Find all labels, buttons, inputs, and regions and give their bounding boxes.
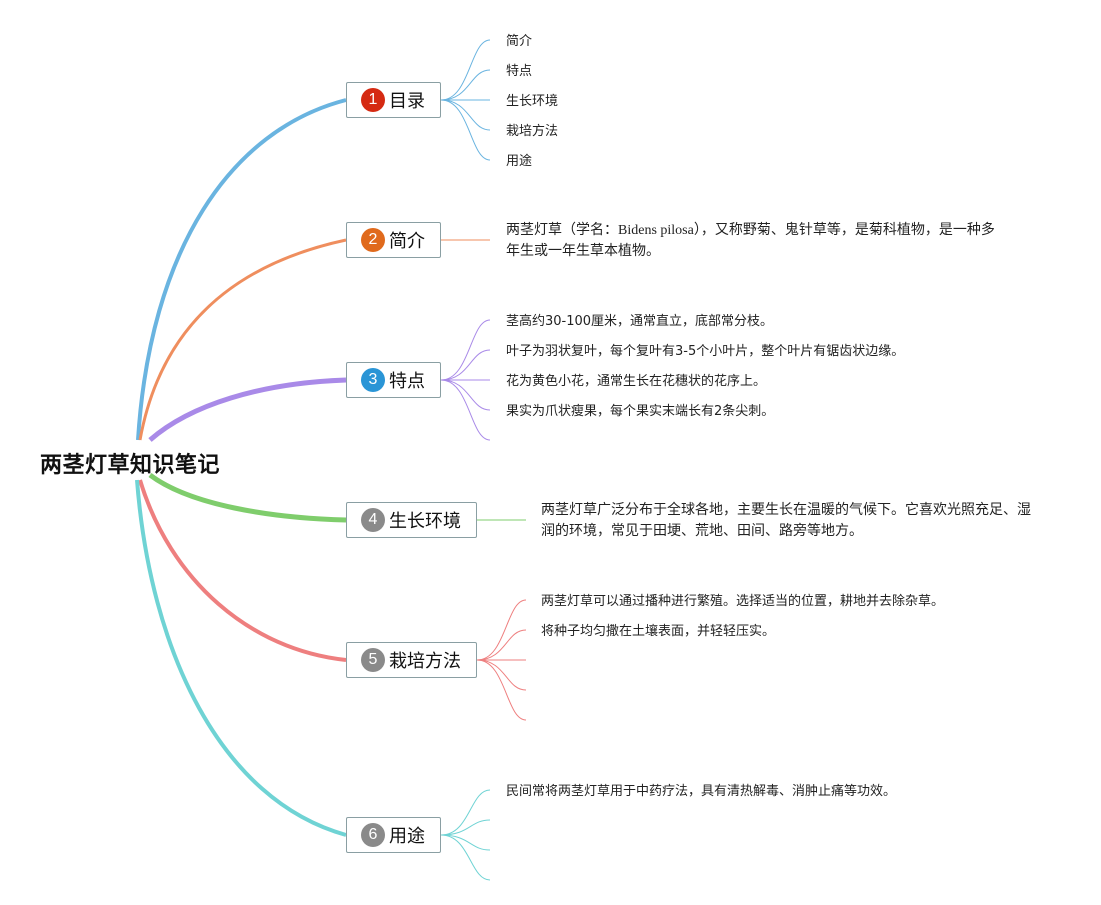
connector-branch-5 bbox=[138, 479, 347, 662]
paragraph-line: 两茎灯草（学名：Bidens pilosa），又称野菊、鬼针草等，是菊科植物，是… bbox=[506, 223, 995, 238]
leaf-topic[interactable]: 茎高约30-100厘米，通常直立，底部常分枝。 bbox=[506, 314, 774, 329]
branch-topic-cultivation[interactable]: 5 栽培方法 bbox=[346, 642, 477, 678]
leaf-topic[interactable]: 将种子均匀撒在土壤表面，并轻轻压实。 bbox=[541, 624, 776, 639]
connector-leaves-6 bbox=[440, 789, 491, 881]
leaf-topic[interactable]: 用途 bbox=[506, 154, 533, 169]
leaf-topic[interactable]: 民间常将两茎灯草用于中药疗法，具有清热解毒、消肿止痛等功效。 bbox=[506, 784, 897, 799]
branch-label: 用途 bbox=[389, 826, 425, 847]
connector-branch-3 bbox=[148, 377, 347, 442]
leaf-topic[interactable]: 两茎灯草可以通过播种进行繁殖。选择适当的位置，耕地并去除杂草。 bbox=[541, 594, 945, 609]
branch-topic-uses[interactable]: 6 用途 bbox=[346, 817, 441, 853]
number-5-icon: 5 bbox=[361, 648, 385, 672]
connector-leaves-1 bbox=[440, 39, 491, 161]
leaf-topic-paragraph[interactable]: 两茎灯草广泛分布于全球各地，主要生长在温暖的气候下。它喜欢光照充足、湿 润的环境… bbox=[541, 500, 1031, 542]
branch-label: 特点 bbox=[389, 371, 425, 392]
connector-leaves-5 bbox=[476, 599, 527, 721]
branch-topic-habitat[interactable]: 4 生长环境 bbox=[346, 502, 477, 538]
branch-topic-intro[interactable]: 2 简介 bbox=[346, 222, 441, 258]
connector-leaves-3 bbox=[440, 319, 491, 441]
connector-branch-6 bbox=[135, 479, 347, 837]
number-4-icon: 4 bbox=[361, 508, 385, 532]
number-1-icon: 1 bbox=[361, 88, 385, 112]
leaf-topic[interactable]: 生长环境 bbox=[506, 94, 559, 109]
connector-branch-1 bbox=[136, 98, 347, 441]
branch-label: 栽培方法 bbox=[389, 651, 461, 672]
number-2-icon: 2 bbox=[361, 228, 385, 252]
leaf-topic[interactable]: 特点 bbox=[506, 64, 533, 79]
paragraph-line: 年生或一年生草本植物。 bbox=[506, 244, 660, 259]
branch-label: 生长环境 bbox=[389, 511, 461, 532]
leaf-topic[interactable]: 简介 bbox=[506, 34, 533, 49]
leaf-topic[interactable]: 花为黄色小花，通常生长在花穗状的花序上。 bbox=[506, 374, 767, 389]
leaf-topic-paragraph[interactable]: 两茎灯草（学名：Bidens pilosa），又称野菊、鬼针草等，是菊科植物，是… bbox=[506, 220, 995, 262]
branch-label: 目录 bbox=[389, 91, 425, 112]
leaf-topic[interactable]: 叶子为羽状复叶，每个复叶有3-5个小叶片，整个叶片有锯齿状边缘。 bbox=[506, 344, 905, 359]
paragraph-line: 两茎灯草广泛分布于全球各地，主要生长在温暖的气候下。它喜欢光照充足、湿 bbox=[541, 503, 1031, 518]
paragraph-line: 润的环境，常见于田埂、荒地、田间、路旁等地方。 bbox=[541, 524, 863, 539]
leaf-topic[interactable]: 果实为爪状瘦果，每个果实末端长有2条尖刺。 bbox=[506, 404, 775, 419]
branch-label: 简介 bbox=[389, 231, 425, 252]
connector-branch-2 bbox=[138, 238, 347, 441]
number-3-icon: 3 bbox=[361, 368, 385, 392]
branch-topic-contents[interactable]: 1 目录 bbox=[346, 82, 441, 118]
branch-topic-features[interactable]: 3 特点 bbox=[346, 362, 441, 398]
number-6-icon: 6 bbox=[361, 823, 385, 847]
connector-branch-4 bbox=[148, 472, 347, 523]
leaf-topic[interactable]: 栽培方法 bbox=[506, 124, 559, 139]
root-topic[interactable]: 两茎灯草知识笔记 bbox=[40, 453, 221, 478]
